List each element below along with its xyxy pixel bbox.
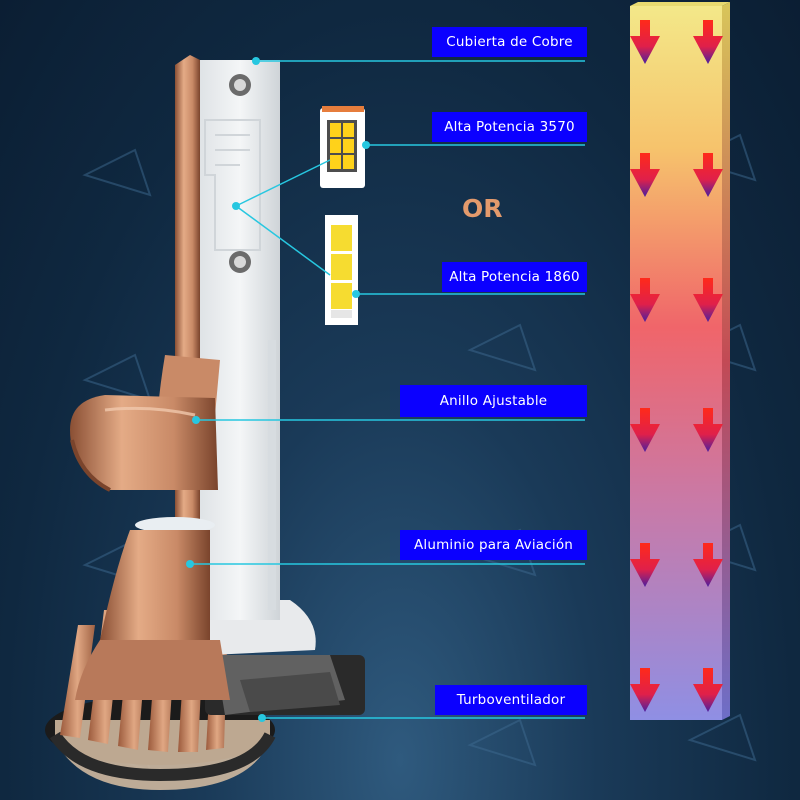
- down-arrow-icon: [630, 153, 660, 197]
- aluminum-body: [75, 517, 230, 700]
- label-adjustable-ring: Anillo Ajustable: [400, 385, 587, 417]
- down-arrow-icon: [630, 543, 660, 587]
- label-turbo-fan: Turboventilador: [435, 685, 587, 715]
- down-arrow-icon: [693, 408, 723, 452]
- down-arrow-icon: [630, 408, 660, 452]
- down-arrow-icon: [693, 543, 723, 587]
- leader-lines: [190, 60, 585, 719]
- twist-lock-base: [205, 655, 365, 715]
- down-arrow-icon: [693, 153, 723, 197]
- leader-dots: [186, 57, 370, 722]
- heat-bar: [630, 2, 730, 720]
- heat-arrows: [630, 20, 723, 712]
- label-high-power-1860: Alta Potencia 1860: [442, 262, 587, 292]
- label-copper-cover: Cubierta de Cobre: [432, 27, 587, 57]
- adjustable-ring-shape: [70, 355, 220, 492]
- label-high-power-3570: Alta Potencia 3570: [432, 112, 587, 142]
- led-board: [200, 60, 316, 655]
- down-arrow-icon: [630, 668, 660, 712]
- down-arrow-icon: [630, 278, 660, 322]
- led-chip-1860: [325, 215, 358, 325]
- down-arrow-icon: [693, 20, 723, 64]
- or-text: OR: [462, 194, 503, 223]
- label-aviation-aluminum: Aluminio para Aviación: [400, 530, 587, 560]
- led-chip-3570: [320, 106, 365, 188]
- down-arrow-icon: [630, 20, 660, 64]
- down-arrow-icon: [693, 278, 723, 322]
- down-arrow-icon: [693, 668, 723, 712]
